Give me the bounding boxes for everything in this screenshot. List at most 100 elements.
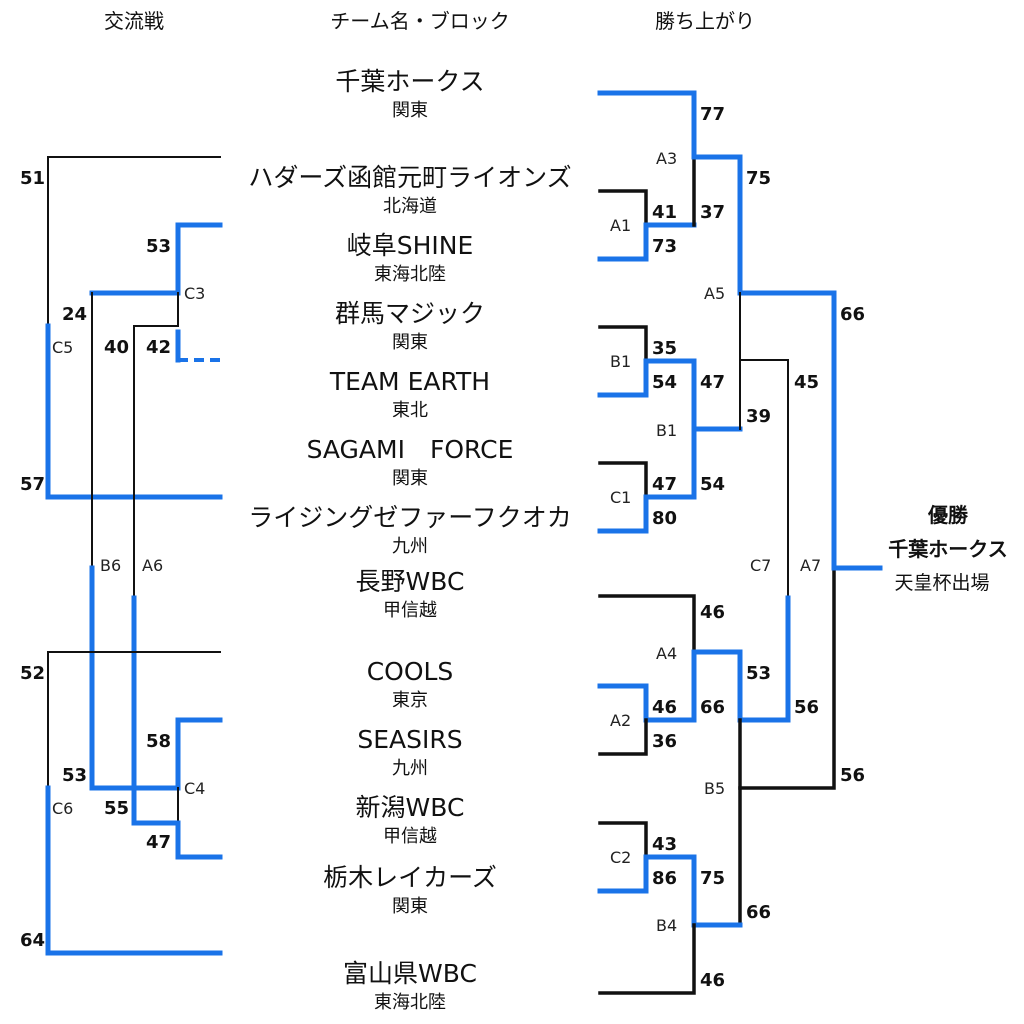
- team-name: SEASIRS: [357, 725, 462, 754]
- team-name: COOLS: [367, 657, 454, 686]
- score: 52: [20, 663, 45, 684]
- score: 53: [746, 663, 771, 684]
- score: 46: [700, 602, 725, 623]
- score: 58: [146, 731, 171, 752]
- score: 66: [840, 304, 865, 325]
- match-label: A2: [610, 711, 631, 730]
- score: 55: [104, 798, 129, 819]
- score: 36: [652, 731, 677, 752]
- header-exchange-matches: 交流戦: [104, 9, 164, 33]
- score: 51: [20, 168, 45, 189]
- score: 75: [700, 868, 725, 889]
- right-bracket-lines: [597, 90, 883, 995]
- team-region: 関東: [392, 468, 428, 489]
- bracket-line: [738, 566, 836, 790]
- winner-line: [597, 222, 697, 262]
- winner-line: [737, 595, 791, 723]
- team-name: TEAM EARTH: [329, 367, 490, 396]
- score: 86: [652, 868, 677, 889]
- team-region: 東京: [392, 690, 428, 711]
- team-name: 長野WBC: [356, 567, 465, 596]
- match-labels: C5 C3 B6 A6 C6 C4 A3 A1 A5 B1 B1 C1 C7 A…: [52, 149, 821, 935]
- score: 64: [20, 930, 45, 951]
- winner-line: [131, 595, 181, 826]
- team-region: 東海北陸: [374, 992, 446, 1013]
- winner-line: [597, 494, 697, 534]
- match-label: B6: [100, 556, 121, 575]
- team-region: 関東: [392, 896, 428, 917]
- bracket-line: [47, 156, 221, 327]
- score: 54: [700, 474, 725, 495]
- winner-line: [175, 820, 223, 860]
- team-name: 富山県WBC: [343, 959, 477, 988]
- score: 46: [700, 970, 725, 991]
- scores-right: 77 75 41 37 73 66 35 54 47 45 39 47 54 8…: [652, 104, 865, 991]
- team-name: SAGAMI FORCE: [307, 435, 514, 464]
- winner-line: [597, 683, 697, 723]
- bracket-line: [598, 594, 696, 654]
- match-label: C6: [52, 799, 73, 818]
- champion-team: 千葉ホークス: [888, 537, 1007, 561]
- winner-line: [45, 323, 223, 500]
- score: 77: [700, 104, 725, 125]
- score: 75: [746, 168, 771, 189]
- header-advancement: 勝ち上がり: [655, 9, 755, 33]
- bracket-line: [47, 651, 221, 789]
- score: 57: [20, 474, 45, 495]
- match-label: C3: [184, 284, 205, 303]
- score: 66: [746, 902, 771, 923]
- team-region: 九州: [392, 758, 428, 779]
- score: 40: [104, 337, 129, 358]
- winner-line: [691, 649, 743, 723]
- team-name: ハダーズ函館元町ライオンズ: [248, 163, 571, 192]
- match-label: B1: [656, 421, 677, 440]
- team-region: 甲信越: [383, 826, 437, 847]
- team-name: 新潟WBC: [356, 793, 465, 822]
- team-name: 岐阜SHINE: [347, 231, 474, 260]
- score: 80: [652, 508, 677, 529]
- team-list: 千葉ホークス 関東 ハダーズ函館元町ライオンズ 北海道 岐阜SHINE 東海北陸…: [248, 67, 572, 1013]
- bracket-line: [598, 718, 648, 756]
- team-region: 北海道: [383, 196, 437, 217]
- score: 66: [700, 697, 725, 718]
- team-region: 甲信越: [383, 600, 437, 621]
- header-team-block: チーム名・ブロック: [330, 9, 509, 33]
- match-label: C2: [610, 848, 631, 867]
- winner-line: [89, 222, 223, 296]
- bracket-line: [133, 292, 179, 327]
- match-label: A7: [800, 556, 821, 575]
- bracket-line: [598, 461, 648, 499]
- bracket-line: [598, 821, 648, 859]
- team-name: 群馬マジック: [335, 299, 485, 328]
- champion-note: 天皇杯出場: [894, 572, 989, 594]
- match-label: A6: [142, 556, 163, 575]
- match-label: C7: [750, 556, 771, 575]
- match-label: A1: [610, 216, 631, 235]
- winner-line: [89, 565, 181, 791]
- score: 53: [62, 765, 87, 786]
- bracket-line: [598, 325, 648, 363]
- winner-line: [175, 717, 223, 791]
- score: 53: [146, 236, 171, 257]
- score: 45: [794, 372, 819, 393]
- team-region: 九州: [392, 536, 428, 557]
- match-label: C5: [52, 338, 73, 357]
- bracket-line: [598, 189, 648, 227]
- bracket-line: [598, 923, 696, 995]
- match-label: C1: [610, 488, 631, 507]
- score: 56: [840, 765, 865, 786]
- match-label: A4: [656, 644, 677, 663]
- score: 47: [700, 372, 725, 393]
- winner-line: [45, 785, 223, 956]
- score: 24: [62, 304, 87, 325]
- team-region: 関東: [392, 100, 428, 121]
- team-region: 東海北陸: [374, 264, 446, 285]
- score: 35: [652, 338, 677, 359]
- team-name: ライジングゼファーフクオカ: [248, 503, 572, 532]
- team-region: 東北: [392, 400, 428, 421]
- score: 73: [652, 236, 677, 257]
- score: 43: [652, 834, 677, 855]
- team-name: 千葉ホークス: [335, 67, 484, 96]
- score: 39: [746, 406, 771, 427]
- left-bracket-lines: [45, 156, 223, 956]
